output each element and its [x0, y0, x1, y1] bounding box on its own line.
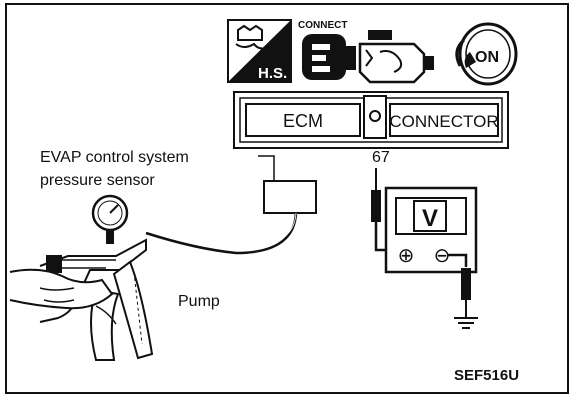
connect-label: CONNECT: [298, 20, 347, 31]
probe-negative: [461, 268, 471, 300]
ecm-connector-block: ECM CONNECTOR: [233, 91, 509, 149]
sensor-leader-line: [258, 155, 275, 180]
engine-icon: [358, 30, 434, 84]
lead-negative: [448, 253, 468, 267]
connect-icon: CONNECT: [298, 20, 356, 80]
ignition-key-icon: ON: [455, 22, 518, 86]
sensor-label-line2: pressure sensor: [40, 172, 155, 189]
probe-positive: [371, 190, 381, 222]
connector-pin: [369, 110, 381, 122]
hot-start-label: H.S.: [258, 65, 287, 82]
vacuum-hose: [145, 212, 298, 255]
pressure-sensor-box: [263, 180, 317, 214]
voltmeter: V ⊕ ⊖: [384, 186, 478, 274]
ground-icon: [454, 317, 478, 329]
hot-start-icon: H.S.: [227, 19, 292, 83]
positive-terminal: ⊕: [398, 245, 415, 267]
hand-pump: [9, 194, 154, 361]
pump-label: Pump: [178, 293, 220, 310]
voltmeter-symbol: V: [422, 205, 438, 232]
ignition-on-label: ON: [475, 49, 499, 66]
ecm-label: ECM: [283, 111, 323, 131]
sensor-label-line1: EVAP control system: [40, 149, 189, 166]
negative-terminal: ⊖: [434, 245, 451, 267]
terminal-number: 67: [372, 149, 390, 166]
figure-code: SEF516U: [454, 367, 519, 384]
connector-label: CONNECTOR: [389, 112, 498, 131]
figure-frame: [5, 3, 569, 394]
